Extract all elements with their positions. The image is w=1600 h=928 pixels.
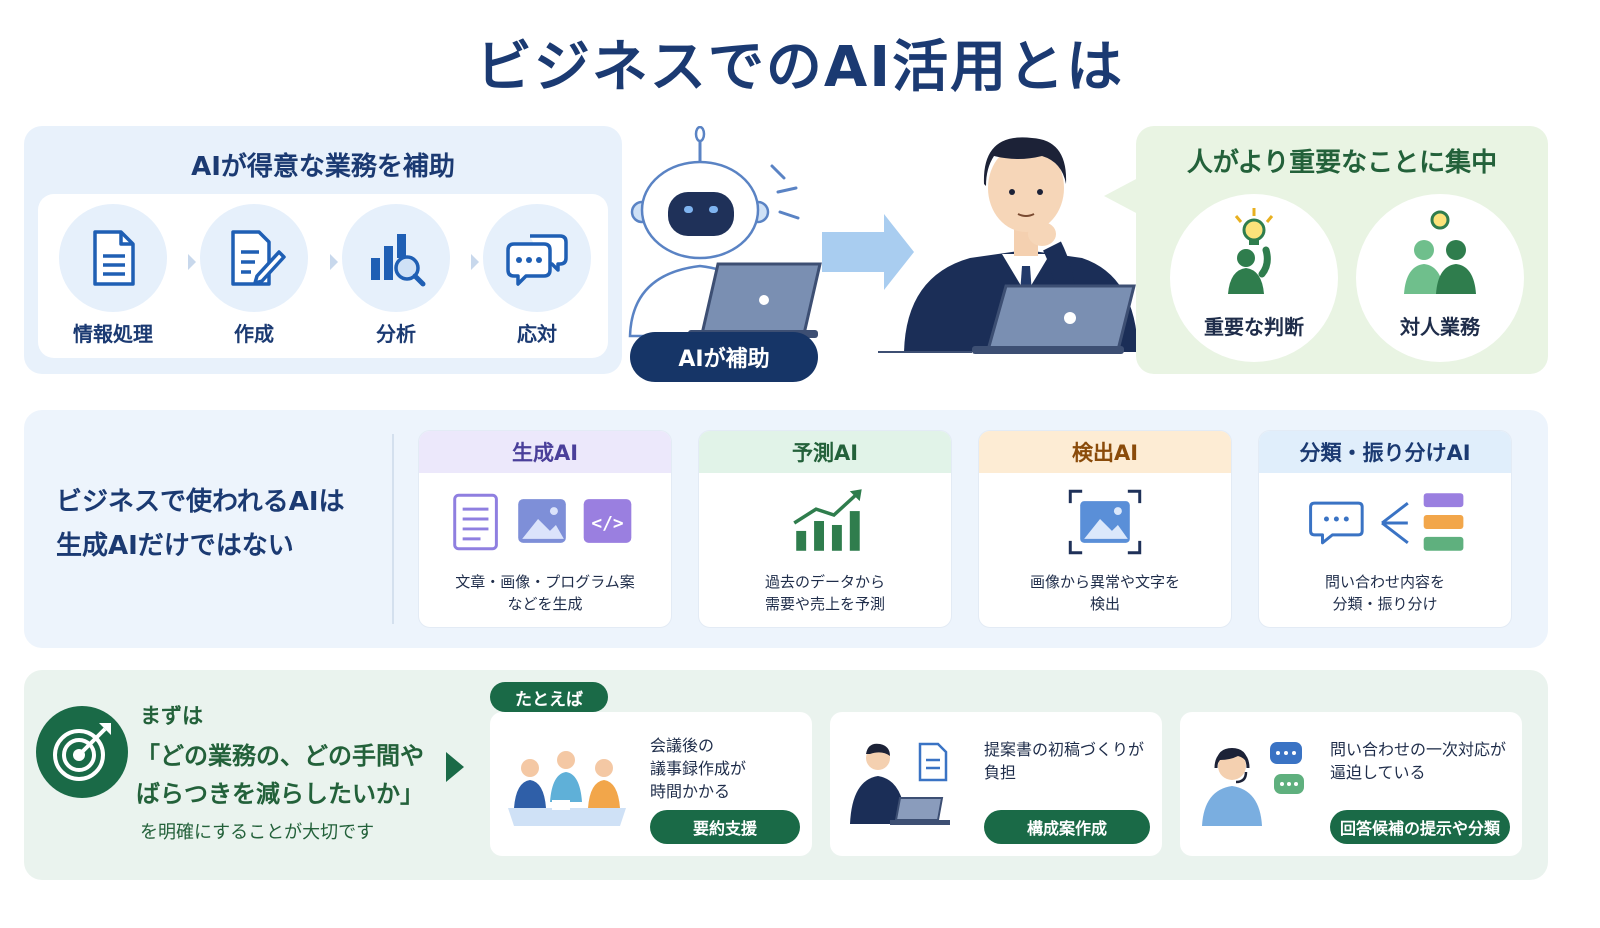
focus-title: 人がより重要なことに集中 (1186, 148, 1498, 178)
two-people-icon (1404, 210, 1476, 294)
generative-ai-icon: </> (453, 493, 632, 551)
example-solution-button[interactable]: 構成案作成 (984, 810, 1150, 844)
ai-card-title-text: 検出AI (1071, 441, 1139, 465)
desc-line: 文章・画像・プログラム案 (455, 573, 635, 591)
businessman-with-laptop-icon (878, 137, 1138, 354)
task-info-processing: 情報処理 (58, 204, 168, 347)
page-title: ビジネスでのAI活用とは (475, 35, 1125, 100)
target-icon (36, 706, 128, 798)
text-line: 逼迫している (1330, 763, 1426, 782)
ai-card-desc: 文章・画像・プログラム案 などを生成 (419, 571, 671, 615)
desc-line: 問い合わせ内容を (1324, 573, 1445, 591)
desc-line: 検出 (1089, 595, 1120, 613)
ai-card-predictive: 予測AI 過去のデータから 需要や売上を予測 (698, 430, 952, 628)
svg-text:</>: </> (591, 513, 623, 534)
start-line: ばらつきを減らしたいか」 (136, 780, 424, 808)
edit-document-icon (231, 230, 286, 286)
ai-card-classification: 分類・振り分けAI 問い合わせ内容を 分類・振り分け (1258, 430, 1512, 628)
sorting-icon (1309, 493, 1464, 551)
ai-card-title: 生成AI (419, 431, 671, 473)
text-line: 時間かかる (650, 782, 731, 801)
support-operator-icon (1202, 742, 1304, 826)
text-line: 提案書の初稿づくりが (984, 740, 1145, 759)
desc-line: 分類・振り分け (1332, 595, 1438, 613)
ai-card-desc: 過去のデータから 需要や売上を予測 (699, 571, 951, 615)
ai-card-generative: 生成AI </> 文章・画像・プログラム案 などを生成 (418, 430, 672, 628)
document-icon (93, 230, 135, 286)
example-text: 会議後の 議事録作成が 時間かかる (650, 734, 746, 803)
task-label: 作成 (234, 322, 274, 346)
ai-card-title-text: 生成AI (511, 441, 579, 465)
start-line: まずは (140, 704, 203, 728)
person-with-document-icon (850, 742, 950, 825)
chevron-right-icon (188, 254, 196, 270)
ai-card-desc: 問い合わせ内容を 分類・振り分け (1259, 571, 1511, 615)
ai-card-desc: 画像から異常や文字を 検出 (979, 571, 1231, 615)
divider (392, 434, 394, 624)
focus-label: 対人業務 (1400, 315, 1480, 339)
task-label: 分析 (376, 322, 416, 346)
start-line: 「どの業務の、どの手間や (136, 742, 424, 770)
task-analyze: 分析 (341, 204, 451, 347)
example-text: 提案書の初稿づくりが 負担 (984, 738, 1144, 784)
ai-card-title: 分類・振り分けAI (1259, 431, 1511, 473)
start-line: を明確にすることが大切です (140, 822, 375, 843)
speech-tail (1104, 178, 1138, 214)
text-line: 議事録作成が (650, 759, 747, 778)
desc-line: 需要や売上を予測 (764, 595, 885, 613)
examples-label: たとえば (490, 682, 608, 712)
arrow-right-icon (822, 214, 914, 290)
example-card-meeting: 会議後の 議事録作成が 時間かかる 要約支援 (490, 712, 812, 856)
ai-card-title-text: 分類・振り分けAI (1299, 441, 1471, 465)
task-label: 応対 (517, 322, 557, 346)
task-label: 情報処理 (73, 322, 153, 346)
text-line: 負担 (984, 763, 1017, 782)
desc-line: 画像から異常や文字を (1029, 573, 1180, 591)
meeting-people-icon (508, 751, 626, 826)
assist-title: AIが得意な業務を補助 (191, 152, 455, 182)
focus-item-interpersonal: 対人業務 (1356, 194, 1524, 362)
ai-card-title: 検出AI (979, 431, 1231, 473)
example-card-proposal: 提案書の初稿づくりが 負担 構成案作成 (830, 712, 1162, 856)
person-lightbulb-icon (1228, 208, 1274, 294)
robot-assist-illustration (628, 126, 1138, 354)
chat-bubbles-icon (506, 234, 568, 286)
chevron-right-icon (471, 254, 479, 270)
assist-task-list: 情報処理 作成 (38, 194, 608, 358)
text-line: 問い合わせの一次対応が (1330, 740, 1507, 759)
intro-line: 生成AIだけではない (56, 531, 294, 561)
ai-card-title-text: 予測AI (791, 441, 859, 465)
arrow-right-icon (446, 752, 464, 782)
text-line: 会議後の (650, 736, 715, 755)
ai-types-intro: ビジネスで使われるAIは 生成AIだけではない (56, 480, 396, 568)
example-solution-button[interactable]: 回答候補の提示や分類 (1330, 810, 1510, 844)
ai-assist-label: AIが補助 (630, 332, 818, 382)
focus-label: 重要な判断 (1204, 315, 1304, 339)
example-card-support: 問い合わせの一次対応が 逼迫している 回答候補の提示や分類 (1180, 712, 1522, 856)
task-respond: 応対 (482, 204, 592, 347)
ai-types-panel: ビジネスで使われるAIは 生成AIだけではない 生成AI </> 文章・画像・プ… (24, 410, 1548, 648)
desc-line: などを生成 (507, 595, 583, 613)
focus-panel: 人がより重要なことに集中 重要な判断 対人業務 (1136, 126, 1548, 374)
ai-card-title: 予測AI (699, 431, 951, 473)
robot-with-laptop-icon (628, 126, 822, 338)
chevron-right-icon (330, 254, 338, 270)
intro-line: ビジネスで使われるAIは (56, 487, 345, 517)
growth-chart-icon (793, 489, 862, 551)
example-solution-button[interactable]: 要約支援 (650, 810, 800, 844)
assist-panel: AIが得意な業務を補助 情報処理 (24, 126, 622, 374)
scan-image-icon (1068, 489, 1142, 555)
example-text: 問い合わせの一次対応が 逼迫している (1330, 738, 1506, 784)
task-create: 作成 (199, 204, 309, 347)
focus-item-judgment: 重要な判断 (1170, 194, 1338, 362)
desc-line: 過去のデータから (764, 573, 885, 591)
ai-card-detection: 検出AI 画像から異常や文字を 検出 (978, 430, 1232, 628)
chart-magnifier-icon (371, 234, 426, 287)
